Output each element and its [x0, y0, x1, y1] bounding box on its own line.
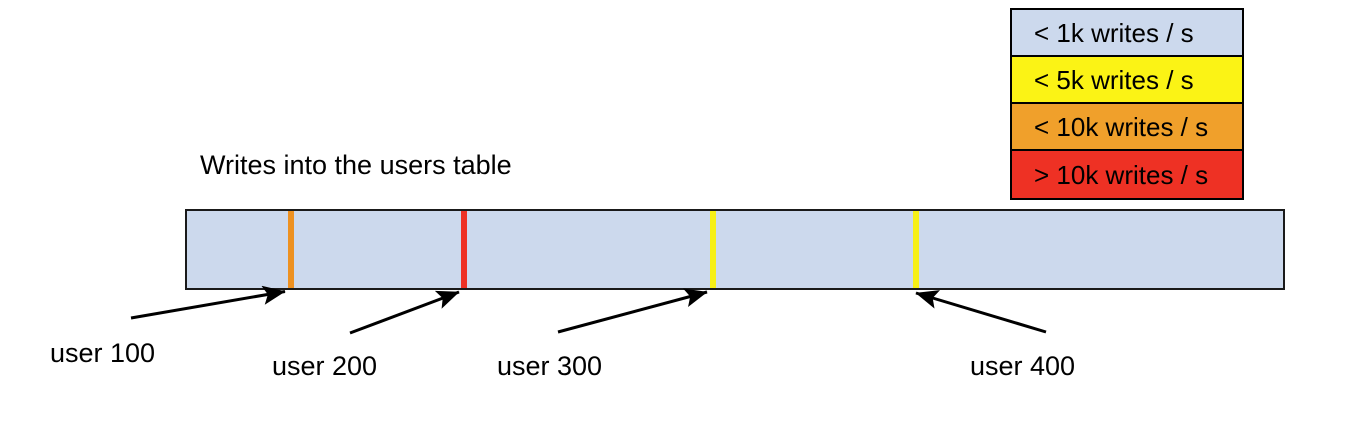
legend-row-gt-10k: > 10k writes / s	[1012, 151, 1242, 198]
hotspot-stripe-user-300	[710, 211, 716, 288]
hotspot-stripe-user-200	[461, 211, 467, 288]
legend-label-lt-5k: < 5k writes / s	[1034, 64, 1194, 95]
hotspot-stripe-user-400	[913, 211, 919, 288]
label-user-300: user 300	[497, 351, 603, 381]
legend-row-lt-10k: < 10k writes / s	[1012, 104, 1242, 151]
label-user-200: user 200	[272, 351, 378, 381]
legend-label-lt-1k: < 1k writes / s	[1034, 17, 1194, 48]
arrow-user-300	[557, 288, 708, 334]
label-user-400: user 400	[970, 351, 1076, 381]
arrow-user-100	[130, 285, 286, 320]
arrow-user-400	[915, 290, 1047, 334]
users-table-keyspace-bar	[185, 209, 1285, 290]
hotspot-stripe-user-100	[288, 211, 294, 288]
legend-label-lt-10k: < 10k writes / s	[1034, 111, 1209, 142]
legend-row-lt-5k: < 5k writes / s	[1012, 57, 1242, 104]
arrow-user-200	[349, 290, 460, 335]
legend: < 1k writes / s < 5k writes / s < 10k wr…	[1010, 8, 1244, 200]
chart-title: Writes into the users table	[200, 150, 512, 180]
legend-row-lt-1k: < 1k writes / s	[1012, 10, 1242, 57]
legend-label-gt-10k: > 10k writes / s	[1034, 159, 1209, 190]
label-user-100: user 100	[50, 338, 156, 368]
